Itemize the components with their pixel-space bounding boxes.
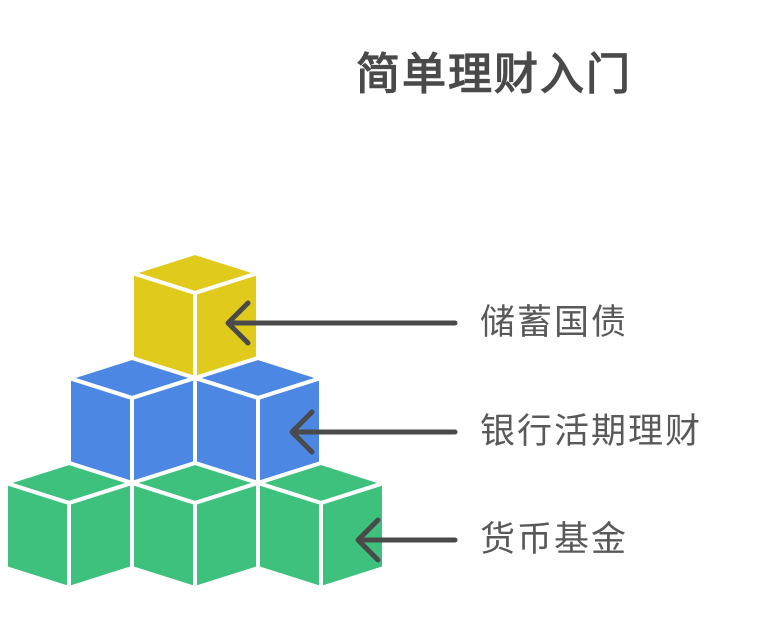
cube-row0-0	[130, 251, 260, 380]
cube-face	[319, 481, 386, 590]
money-market-fund-label: 货币基金	[480, 520, 629, 559]
cube-face	[4, 481, 71, 590]
cube-face	[130, 481, 197, 590]
bank-current-wealth-label: 银行活期理财	[480, 412, 703, 451]
arrowhead-icon	[225, 300, 251, 346]
cube-row1-1	[193, 356, 323, 485]
cube-face	[193, 481, 260, 590]
arrowhead-icon	[289, 409, 315, 455]
cube-row2-1	[130, 461, 260, 590]
cube-face	[256, 481, 323, 590]
pointer-arrows	[225, 300, 458, 563]
cube-pyramid	[4, 251, 386, 590]
arrowhead-icon	[355, 517, 381, 563]
cube-row2-0	[4, 461, 134, 590]
cube-row2-2	[256, 461, 386, 590]
savings-treasury-bond-label: 储蓄国债	[480, 303, 629, 342]
label-arrow-0	[225, 300, 458, 346]
page-title: 简单理财入门	[356, 50, 632, 99]
label-arrow-2	[355, 517, 458, 563]
label-arrow-1	[289, 409, 458, 455]
cube-row1-0	[67, 356, 197, 485]
cube-face	[67, 481, 134, 590]
